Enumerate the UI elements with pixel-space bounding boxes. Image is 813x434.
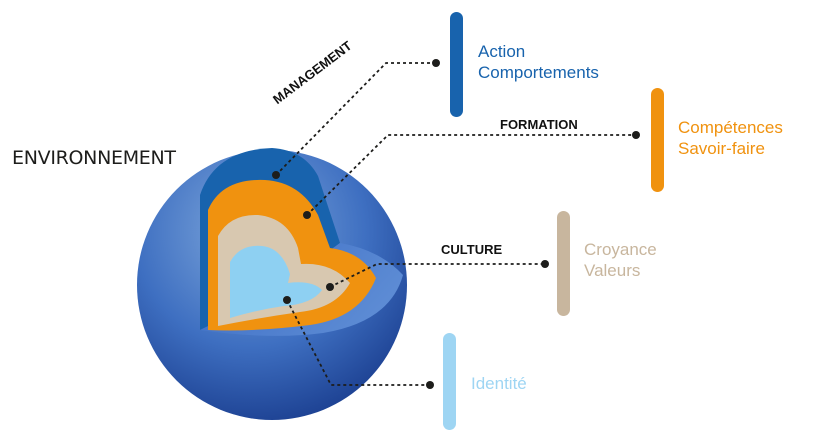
identity-line-1: Identité: [471, 374, 527, 393]
management-line-1: Action: [478, 42, 526, 61]
formation-line-2: Savoir-faire: [678, 139, 765, 158]
identity-dot-outer: [426, 381, 434, 389]
management-dot-inner: [272, 171, 280, 179]
formation-description: Compétences Savoir-faire: [678, 117, 783, 159]
culture-dot-inner: [326, 283, 334, 291]
management-line-2: Comportements: [478, 63, 599, 82]
formation-dot-outer: [632, 131, 640, 139]
identity-bar: [443, 333, 456, 430]
culture-leader-line: [329, 263, 545, 288]
culture-line-1: Croyance: [584, 240, 657, 259]
formation-dot-inner: [303, 211, 311, 219]
identity-dot-inner: [283, 296, 291, 304]
management-description: Action Comportements: [478, 41, 599, 83]
management-dot-outer: [432, 59, 440, 67]
formation-leader-line: [306, 134, 636, 216]
formation-line-1: Compétences: [678, 118, 783, 137]
management-bar: [450, 12, 463, 117]
culture-dot-outer: [541, 260, 549, 268]
identity-leader-line: [286, 299, 430, 386]
management-leader-line: [275, 62, 436, 176]
identity-description: Identité: [471, 373, 527, 394]
formation-bar: [651, 88, 664, 192]
formation-label: FORMATION: [500, 117, 578, 132]
culture-label: CULTURE: [441, 242, 503, 257]
culture-bar: [557, 211, 570, 316]
culture-description: Croyance Valeurs: [584, 239, 657, 281]
environment-label: ENVIRONNEMENT: [12, 147, 176, 169]
identity-core: [230, 245, 322, 318]
culture-line-2: Valeurs: [584, 261, 641, 280]
